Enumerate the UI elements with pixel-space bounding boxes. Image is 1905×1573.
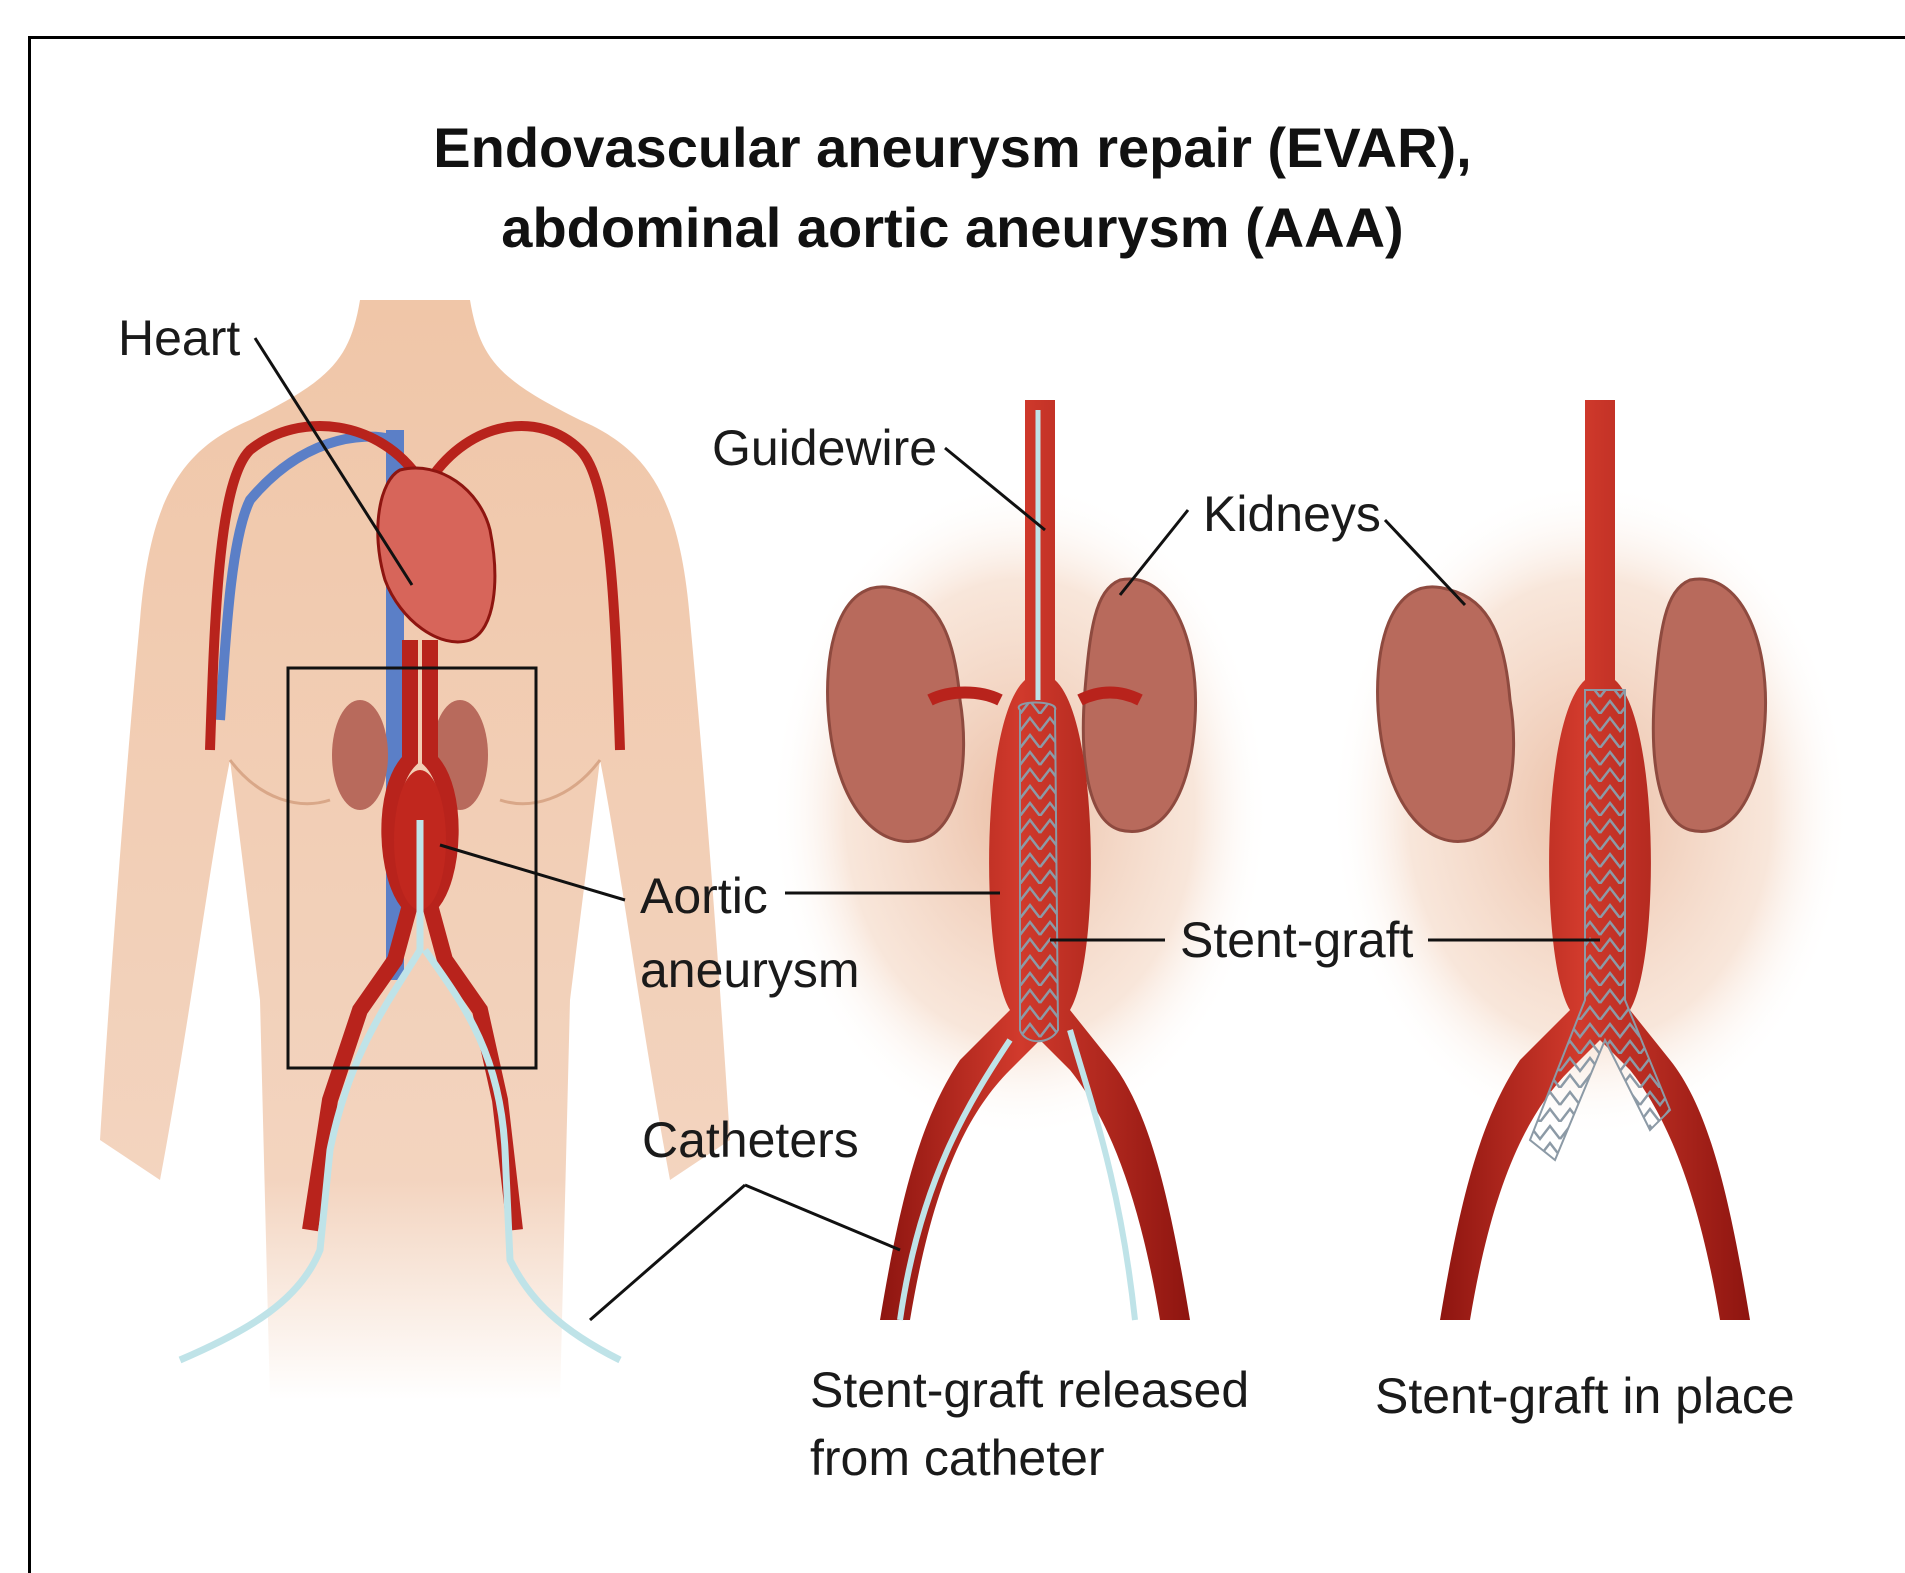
label-heart: Heart: [118, 308, 240, 368]
caption-in-place: Stent-graft in place: [1375, 1366, 1795, 1426]
panel-stent-graft-released: [770, 400, 1270, 1320]
label-stent-graft: Stent-graft: [1180, 910, 1413, 970]
body-figure: [100, 300, 730, 1400]
label-aortic: Aortic: [640, 866, 768, 926]
caption-released-line-2: from catheter: [810, 1428, 1105, 1488]
leader-catheter-middle: [745, 1185, 900, 1250]
leader-catheter-body: [590, 1185, 745, 1320]
kidney-left-small: [332, 700, 388, 810]
stent-graft-partial: [1019, 703, 1058, 1042]
panel-stent-graft-in-place: [1330, 400, 1850, 1320]
kidney-right: [1653, 579, 1765, 831]
label-kidneys: Kidneys: [1203, 484, 1381, 544]
label-aneurysm: aneurysm: [640, 940, 860, 1000]
label-guidewire: Guidewire: [712, 418, 937, 478]
label-catheters: Catheters: [642, 1110, 859, 1170]
caption-released-line-1: Stent-graft released: [810, 1360, 1249, 1420]
kidney-right: [1083, 579, 1195, 831]
